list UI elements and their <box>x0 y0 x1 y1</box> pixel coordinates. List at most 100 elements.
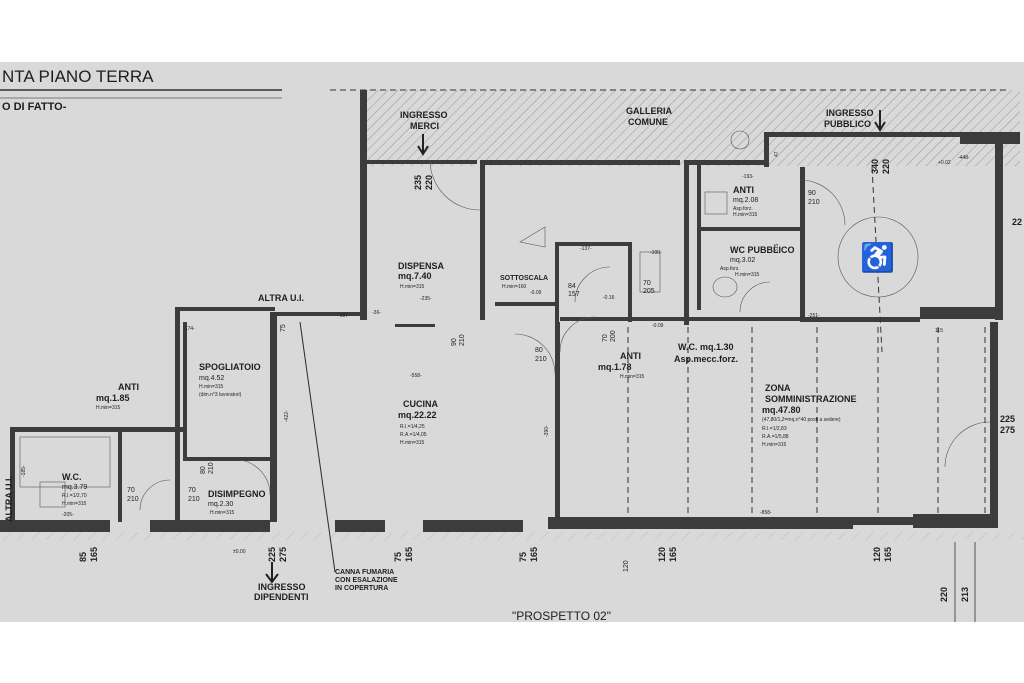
ingresso-merci-label-2: MERCI <box>410 121 439 131</box>
ingresso-dip-label-2: DIPENDENTI <box>254 592 309 602</box>
spogliatoio-name: SPOGLIATOIO <box>199 362 261 372</box>
entrance-arrows <box>265 110 886 584</box>
ingresso-pubblico-label-1: INGRESSO <box>826 108 874 118</box>
level-marks: -0.09 -0.16 -0.09 +0.02 ±0.00 <box>233 160 951 555</box>
spogliatoio-h: H.min=315 <box>199 384 224 390</box>
bottom-dimensions: 85 165 225 275 75 165 75 165 120 165 120… <box>78 542 976 622</box>
wc-mecc-note: Asp.mecc.forz. <box>674 354 738 364</box>
svg-text:165: 165 <box>529 547 539 562</box>
floor-plan: NTA PIANO TERRA O DI FATTO- <box>0 67 1024 622</box>
svg-text:47: 47 <box>774 151 780 157</box>
svg-text:-205-: -205- <box>62 512 74 518</box>
svg-text:210: 210 <box>808 199 820 206</box>
sottoscala-name: SOTTOSCALA <box>500 275 548 282</box>
spogliatoio-note: (dim.n°3 lavoratori) <box>199 392 242 398</box>
svg-text:340: 340 <box>870 159 880 174</box>
svg-text:-0.16: -0.16 <box>603 295 615 301</box>
altra-ui-label-1: ALTRA U.I. <box>258 293 304 303</box>
svg-text:220: 220 <box>424 175 434 190</box>
svg-text:210: 210 <box>127 496 139 503</box>
ingresso-merci-label-1: INGRESSO <box>400 110 448 120</box>
svg-text:90: 90 <box>808 190 816 197</box>
svg-text:80: 80 <box>535 347 543 354</box>
svg-text:157: 157 <box>568 291 580 298</box>
svg-text:115: 115 <box>935 328 943 334</box>
svg-text:90: 90 <box>451 338 458 346</box>
svg-text:-390-: -390- <box>544 425 550 437</box>
stair-icon <box>519 226 546 248</box>
svg-text:70: 70 <box>188 487 196 494</box>
svg-text:-174-: -174- <box>183 326 195 332</box>
inner-dimensions: -193- -448- -137- -100- -235- -157- -36-… <box>21 151 970 572</box>
wc-left-area: mq.3.79 <box>62 484 87 491</box>
svg-text:210: 210 <box>459 334 466 346</box>
door-dimensions: 235 220 340 220 22 90 210 84 157 70 205 … <box>127 159 1022 503</box>
svg-text:165: 165 <box>668 547 678 562</box>
zona-name-1: ZONA <box>765 383 791 393</box>
ingresso-dip-label-1: INGRESSO <box>258 582 306 592</box>
svg-text:-193-: -193- <box>742 174 754 180</box>
svg-text:70: 70 <box>643 280 651 287</box>
wc-mecc-name: W.C. mq.1.30 <box>678 342 734 352</box>
anti-top-name: ANTI <box>733 185 754 195</box>
svg-text:220: 220 <box>939 587 949 602</box>
door-swings <box>139 159 991 511</box>
svg-text:210: 210 <box>188 496 200 503</box>
altra-ui-label-2: ALTRA U.I. <box>4 476 14 522</box>
canna-label-3: IN COPERTURA <box>335 585 388 592</box>
svg-text:225: 225 <box>267 547 277 562</box>
svg-text:-137-: -137- <box>580 246 592 252</box>
canna-label-1: CANNA FUMARIA <box>335 569 394 576</box>
anti-mid-name: ANTI <box>620 351 641 361</box>
anti-left-area: mq.1.85 <box>96 393 130 403</box>
ingresso-pubblico-label-2: PUBBLICO <box>824 119 871 129</box>
svg-text:70: 70 <box>602 334 609 342</box>
svg-text:210: 210 <box>535 356 547 363</box>
svg-text:75: 75 <box>518 552 528 562</box>
toilet-icon-left <box>39 481 66 508</box>
prospetto-label: "PROSPETTO 02" <box>512 609 611 622</box>
wc-left-h: H.min=315 <box>62 501 87 507</box>
cucina-name: CUCINA <box>403 399 438 409</box>
svg-text:22: 22 <box>1012 217 1022 227</box>
svg-text:205: 205 <box>643 288 655 295</box>
svg-text:85: 85 <box>78 552 88 562</box>
svg-text:-422-: -422- <box>284 410 290 422</box>
wc-pubblico-note: Asp.forz. <box>720 266 740 272</box>
sottoscala-h: H.min=160 <box>502 284 527 290</box>
wc-left-ri: R.I.=1/2,70 <box>62 493 87 499</box>
turning-circle <box>837 216 919 298</box>
svg-text:235: 235 <box>413 175 423 190</box>
anti-mid-area: mq.1.78 <box>598 362 632 372</box>
disimpegno-h: H.min=315 <box>210 510 235 516</box>
svg-text:-235-: -235- <box>420 296 432 302</box>
svg-text:-858-: -858- <box>760 510 772 516</box>
plan-subtitle: O DI FATTO- <box>2 101 67 113</box>
svg-text:75: 75 <box>280 324 287 332</box>
svg-text:-558-: -558- <box>410 373 422 379</box>
svg-text:120: 120 <box>623 560 630 572</box>
column-icon <box>730 130 750 150</box>
galleria-label-1: GALLERIA <box>626 106 672 116</box>
svg-text:120: 120 <box>657 547 667 562</box>
disimpegno-name: DISIMPEGNO <box>208 489 266 499</box>
sink-icon <box>704 191 728 215</box>
svg-text:-36-: -36- <box>372 310 381 316</box>
svg-text:-251-: -251- <box>808 313 820 319</box>
floor-plan-sheet: NTA PIANO TERRA O DI FATTO- <box>0 62 1024 622</box>
svg-text:75: 75 <box>393 552 403 562</box>
spogliatoio-area: mq.4.52 <box>199 375 224 382</box>
svg-text:-448-: -448- <box>958 155 970 161</box>
dispensa-area: mq.7.40 <box>398 271 432 281</box>
wc-left-name: W.C. <box>62 472 82 482</box>
svg-text:200: 200 <box>610 330 617 342</box>
toilet-icon-small <box>639 251 661 293</box>
zona-h: H.min=315 <box>762 442 787 448</box>
svg-text:213: 213 <box>960 587 970 602</box>
svg-text:165: 165 <box>89 547 99 562</box>
beam-lines <box>299 166 986 573</box>
disimpegno-area: mq.2.30 <box>208 501 233 508</box>
svg-text:275: 275 <box>278 547 288 562</box>
zona-note: (47,80/1,2=mq.n°40 posti a sedere) <box>762 417 841 423</box>
anti-left-name: ANTI <box>118 382 139 392</box>
